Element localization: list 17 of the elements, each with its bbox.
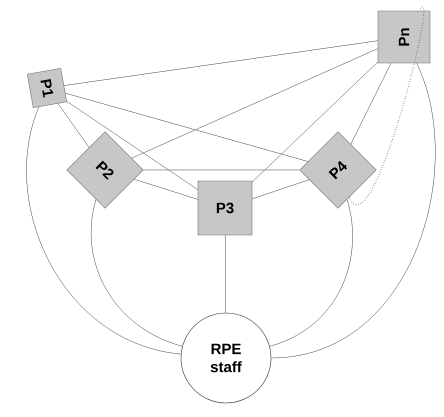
- connector-line: [65, 92, 308, 162]
- connector-line: [26, 106, 182, 354]
- connector-line: [348, 7, 424, 205]
- connector-line: [350, 63, 392, 144]
- connector-line: [90, 199, 182, 347]
- connector-line: [64, 40, 378, 86]
- connector-line: [134, 179, 198, 200]
- connector-line: [252, 179, 310, 200]
- connector-line: [224, 235, 226, 313]
- participant-box: P3: [198, 180, 252, 236]
- participant-box: Pn: [378, 10, 430, 64]
- connector-line: [271, 63, 436, 358]
- connector-line: [270, 199, 353, 347]
- connector-line: [252, 62, 378, 182]
- connector-line: [131, 48, 378, 158]
- connector-line: [58, 103, 90, 148]
- connector-line: [66, 101, 198, 190]
